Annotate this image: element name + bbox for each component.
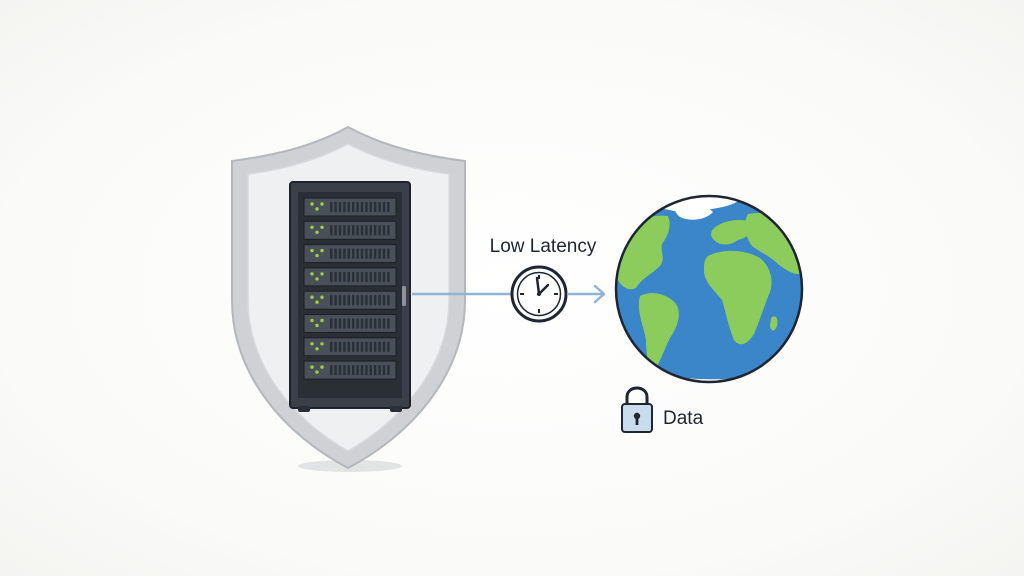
greenland: [675, 204, 713, 220]
server-rack-icon: [289, 181, 411, 412]
rack-unit: [303, 244, 397, 264]
status-led: [315, 300, 319, 304]
rack-unit: [303, 290, 397, 310]
status-led: [320, 225, 324, 229]
status-led: [320, 272, 324, 276]
africa: [704, 250, 772, 345]
status-led: [315, 323, 319, 328]
clock-hour-hand: [535, 276, 541, 296]
status-led: [320, 318, 324, 323]
rack-unit: [303, 197, 397, 217]
status-led: [320, 202, 324, 206]
status-led: [315, 207, 319, 211]
status-led: [320, 295, 324, 299]
rack-unit: [303, 267, 397, 287]
status-led: [315, 347, 319, 351]
clock-minute-hand: [537, 283, 550, 296]
status-led: [320, 365, 324, 369]
rack-unit: [303, 360, 397, 380]
padlock-icon: [621, 386, 653, 433]
status-led: [310, 365, 314, 369]
clock-icon: [510, 265, 568, 323]
status-led: [310, 342, 314, 346]
status-led: [315, 230, 319, 234]
status-led: [310, 225, 314, 229]
status-led: [310, 318, 314, 323]
data-label: Data: [663, 408, 704, 429]
status-led: [315, 277, 319, 281]
status-led: [310, 202, 314, 206]
rack-unit: [303, 337, 397, 357]
status-led: [310, 248, 314, 253]
rack-unit: [303, 314, 397, 333]
latency-label: Low Latency: [490, 236, 597, 257]
arrow-right-icon: [567, 284, 606, 304]
status-led: [310, 272, 314, 276]
south-america: [638, 293, 679, 372]
europe: [711, 220, 754, 245]
status-led: [310, 295, 314, 299]
rack-handle: [402, 286, 406, 306]
madagascar: [770, 316, 778, 331]
rack-unit: [303, 220, 397, 240]
status-led: [320, 248, 324, 253]
rack-foot-left: [298, 406, 310, 412]
status-led: [320, 342, 324, 346]
status-led: [315, 253, 319, 258]
rack-units: [303, 197, 397, 380]
globe-icon: [614, 194, 804, 384]
rack-foot-right: [390, 406, 402, 412]
status-led: [315, 370, 319, 374]
